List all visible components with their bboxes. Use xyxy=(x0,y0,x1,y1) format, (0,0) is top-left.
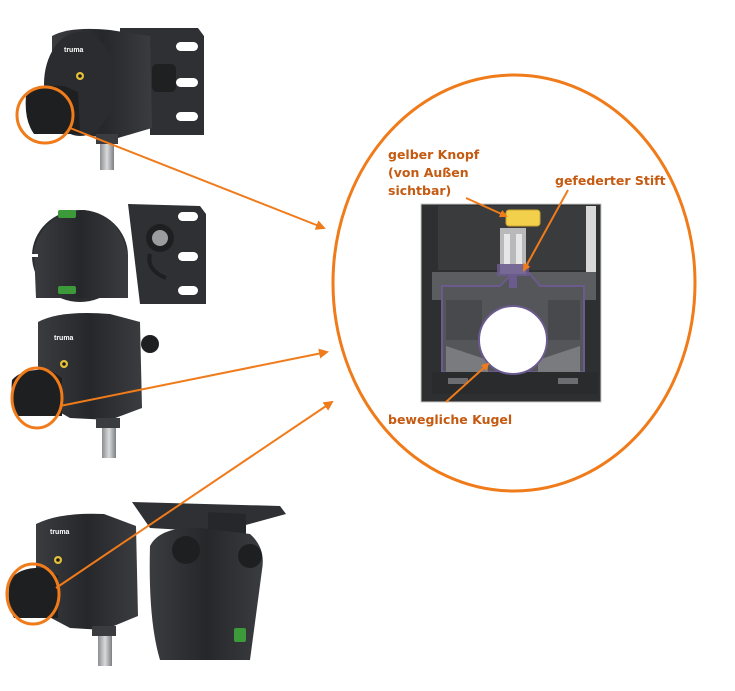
highlight-circle-top xyxy=(15,85,75,145)
highlight-circle-middle xyxy=(10,366,64,430)
brand-logo-middle: truma xyxy=(54,335,74,342)
green-indicator-bottom xyxy=(58,286,76,294)
label-yellow-button: gelber Knopf (von Außen sichtbar) xyxy=(388,146,479,200)
green-indicator-top xyxy=(58,210,76,218)
regulator-device-middle: truma xyxy=(11,204,206,458)
green-indicator-housing xyxy=(234,628,246,642)
movable-ball xyxy=(478,305,548,375)
brand-logo-bottom: truma xyxy=(50,529,70,536)
pointer-spring-pin xyxy=(523,189,569,272)
detail-ellipse xyxy=(331,73,697,493)
brand-logo-top: truma xyxy=(64,47,84,54)
pointer-movable-ball xyxy=(445,362,490,403)
yellow-button-section xyxy=(505,209,541,227)
label-yellow-button-line3: sichtbar) xyxy=(388,183,452,198)
regulator-device-bottom: truma xyxy=(8,502,286,666)
arrow-from-middle xyxy=(59,348,329,407)
pointer-yellow-button xyxy=(465,197,508,218)
label-spring-pin: gefederter Stift xyxy=(555,173,666,188)
arrow-from-bottom xyxy=(55,400,334,589)
highlight-circle-bottom xyxy=(5,562,61,626)
label-yellow-button-line1: gelber Knopf xyxy=(388,147,480,162)
label-movable-ball: bewegliche Kugel xyxy=(388,412,513,427)
arrow-from-top xyxy=(69,127,326,230)
cross-section-view xyxy=(420,203,602,403)
regulator-device-top: truma xyxy=(25,28,204,170)
label-yellow-button-line2: (von Außen xyxy=(388,165,469,180)
